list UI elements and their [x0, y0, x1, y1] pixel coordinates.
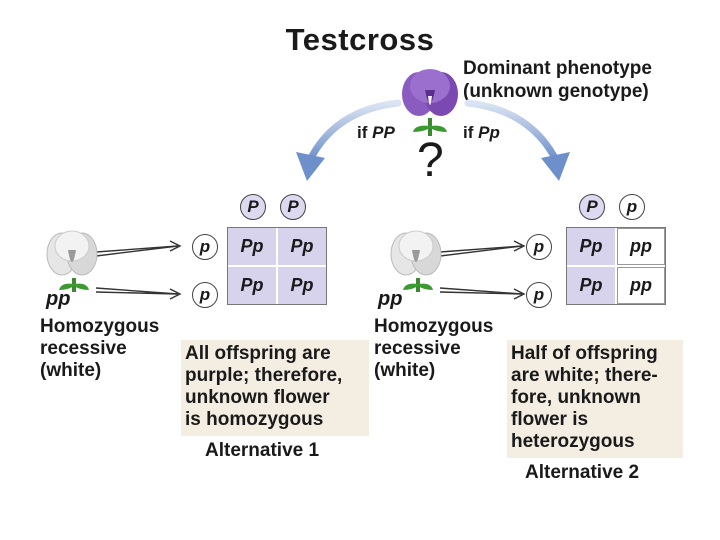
- side-allele-recessive: p: [526, 282, 552, 308]
- result-line: are white; there-: [511, 365, 658, 386]
- white-flower-icon-right: [390, 230, 442, 292]
- top-allele-recessive: p: [619, 194, 645, 220]
- if-left-prefix: if: [357, 123, 368, 142]
- top-allele-dominant: P: [579, 194, 605, 220]
- parent-desc-line: recessive: [374, 338, 461, 359]
- punnett-cell: pp: [617, 267, 665, 304]
- result-box-2: Half of offspring are white; there- fore…: [507, 340, 683, 458]
- white-flower-icon-left: [46, 230, 98, 292]
- side-allele-recessive: p: [526, 234, 552, 260]
- left-arrow-icon: [296, 99, 402, 181]
- punnett-square-2: Pp pp Pp pp: [566, 227, 666, 305]
- parent-arrows-left: [95, 240, 182, 300]
- parent-genotype-left: pp: [46, 288, 71, 310]
- parent-desc-left: Homozygous recessive (white): [40, 316, 159, 382]
- parent-desc-right: Homozygous recessive (white): [374, 316, 493, 382]
- side-allele-recessive: p: [192, 282, 218, 308]
- parent-desc-line: (white): [374, 360, 436, 381]
- parent-desc-line: Homozygous: [40, 316, 160, 337]
- punnett-cell: Pp: [278, 228, 326, 265]
- result-line: All offspring are: [185, 343, 331, 364]
- if-right-genotype: Pp: [478, 123, 500, 142]
- right-arrow-icon: [464, 99, 570, 181]
- punnett-square-1: Pp Pp Pp Pp: [227, 227, 327, 305]
- punnett-cell: Pp: [567, 228, 615, 265]
- dominant-line2: (unknown genotype): [463, 81, 649, 102]
- if-right-prefix: if: [463, 123, 474, 142]
- result-line: purple; therefore,: [185, 365, 343, 386]
- parent-desc-line: (white): [40, 360, 102, 381]
- top-allele-dominant: P: [240, 194, 266, 220]
- if-pp-label: if PP: [357, 123, 395, 143]
- parent-arrows-right: [439, 240, 526, 300]
- if-left-genotype: PP: [372, 123, 395, 142]
- result-line: flower is: [511, 409, 589, 430]
- alternative-1-label: Alternative 1: [205, 440, 320, 461]
- punnett-cell: Pp: [278, 267, 326, 304]
- punnett-cell: pp: [617, 228, 665, 265]
- result-line: is homozygous: [185, 409, 324, 430]
- parent-genotype-right: pp: [378, 288, 403, 310]
- question-mark: ?: [417, 134, 444, 187]
- alternative-2-label: Alternative 2: [525, 462, 640, 483]
- punnett-cell: Pp: [567, 267, 615, 304]
- result-box-1: All offspring are purple; therefore, unk…: [181, 340, 369, 436]
- result-line: Half of offspring: [511, 343, 658, 364]
- dominant-phenotype-label: Dominant phenotype (unknown genotype): [463, 57, 652, 103]
- purple-flower-icon: [402, 69, 458, 136]
- result-line: fore, unknown: [511, 387, 641, 408]
- parent-desc-line: recessive: [40, 338, 127, 359]
- result-line: heterozygous: [511, 431, 635, 452]
- diagram-title: Testcross: [285, 22, 435, 57]
- parent-desc-line: Homozygous: [374, 316, 494, 337]
- dominant-line1: Dominant phenotype: [463, 58, 652, 79]
- top-allele-dominant: P: [280, 194, 306, 220]
- if-ppp-label: if Pp: [463, 123, 500, 143]
- side-allele-recessive: p: [192, 234, 218, 260]
- result-line: unknown flower: [185, 387, 330, 408]
- punnett-cell: Pp: [228, 228, 276, 265]
- punnett-cell: Pp: [228, 267, 276, 304]
